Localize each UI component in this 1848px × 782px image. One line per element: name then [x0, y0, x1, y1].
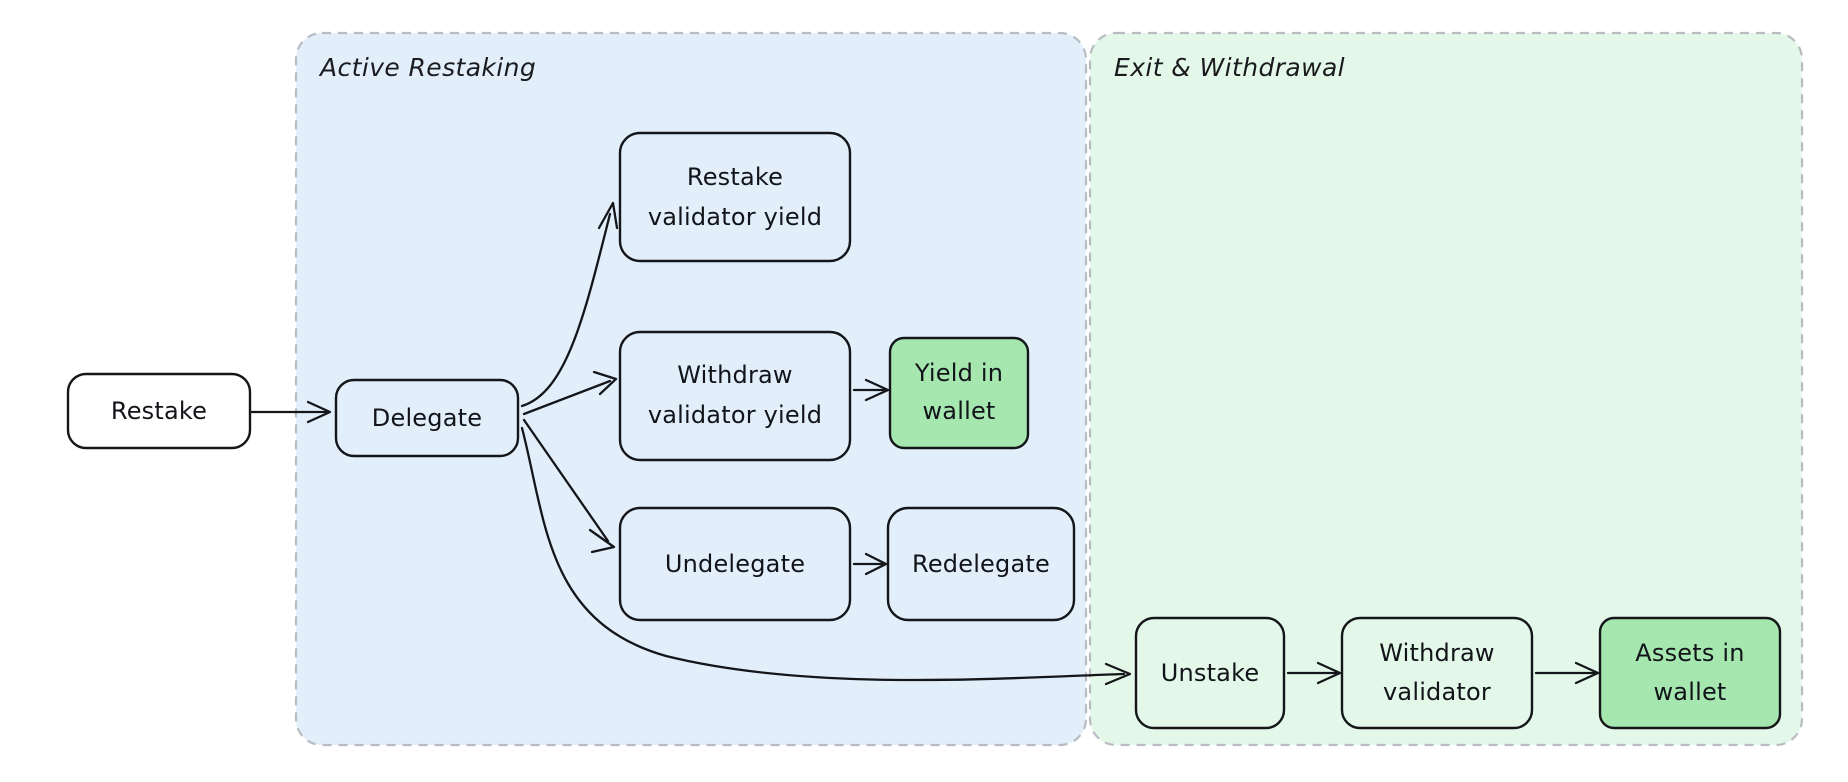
- edge-layer: [250, 201, 1600, 686]
- node-assets-in-wallet-label-line-2: wallet: [1653, 678, 1726, 706]
- node-yield-in-wallet-label-line-1: Yield in: [914, 359, 1003, 387]
- arrowhead-delegate-to-undelegate: [588, 528, 616, 554]
- arrowhead-unstake-to-withdraw-validator: [1316, 661, 1342, 685]
- node-unstake-label: Unstake: [1161, 659, 1260, 687]
- arrowhead-restake-to-delegate: [306, 400, 332, 424]
- edge-delegate-to-unstake: [520, 426, 1126, 682]
- node-delegate[interactable]: Delegate: [334, 378, 520, 458]
- arrowhead-delegate-to-withdraw-validator-yield: [592, 370, 618, 396]
- node-withdraw-validator-rect[interactable]: [1340, 616, 1534, 730]
- node-restake[interactable]: Restake: [66, 372, 252, 450]
- node-restake-validator-yield-rect[interactable]: [618, 131, 852, 263]
- node-yield-in-wallet-label-line-2: wallet: [922, 397, 995, 425]
- node-yield-in-wallet[interactable]: Yield in wallet: [888, 336, 1030, 450]
- node-restake-rect[interactable]: [66, 372, 252, 450]
- arrowhead-delegate-to-restake-validator-yield: [597, 201, 619, 230]
- node-restake-validator-yield-label-line-1: Restake: [687, 163, 783, 191]
- edge-delegate-to-undelegate: [522, 418, 610, 543]
- node-assets-in-wallet[interactable]: Assets in wallet: [1598, 616, 1782, 730]
- node-restake-validator-yield-label-line-2: validator yield: [648, 203, 822, 231]
- node-unstake[interactable]: Unstake: [1134, 616, 1286, 730]
- edge-delegate-to-restake-validator-yield: [520, 212, 612, 408]
- node-yield-in-wallet-rect[interactable]: [888, 336, 1030, 450]
- arrowhead-withdraw-validator-to-assets-in-wallet: [1574, 661, 1600, 685]
- edge-delegate-to-withdraw-validator-yield: [522, 379, 612, 416]
- node-assets-in-wallet-label-line-1: Assets in: [1635, 639, 1744, 667]
- node-delegate-label: Delegate: [372, 404, 482, 432]
- node-undelegate[interactable]: Undelegate: [618, 506, 852, 622]
- arrowhead-delegate-to-unstake: [1104, 662, 1132, 686]
- group-exit-withdrawal: Exit & Withdrawal: [1088, 31, 1804, 747]
- arrowhead-withdraw-validator-yield-to-yield-in-wallet: [864, 378, 890, 402]
- group-exit-withdrawal-label: Exit & Withdrawal: [1114, 53, 1345, 82]
- node-redelegate-rect[interactable]: [886, 506, 1076, 622]
- node-withdraw-validator-yield-label-line-1: Withdraw: [677, 361, 793, 389]
- group-active-restaking-label: Active Restaking: [318, 53, 536, 82]
- node-withdraw-validator[interactable]: Withdraw validator: [1340, 616, 1534, 730]
- node-withdraw-validator-yield-rect[interactable]: [618, 330, 852, 462]
- node-restake-validator-yield[interactable]: Restake validator yield: [618, 131, 852, 263]
- node-undelegate-label: Undelegate: [665, 550, 805, 578]
- node-assets-in-wallet-rect[interactable]: [1598, 616, 1782, 730]
- node-delegate-rect[interactable]: [334, 378, 520, 458]
- node-restake-label: Restake: [111, 397, 207, 425]
- node-withdraw-validator-label-line-2: validator: [1383, 678, 1491, 706]
- node-withdraw-validator-yield[interactable]: Withdraw validator yield: [618, 330, 852, 462]
- node-redelegate[interactable]: Redelegate: [886, 506, 1076, 622]
- node-withdraw-validator-label-line-1: Withdraw: [1379, 639, 1495, 667]
- group-exit-withdrawal-rect: [1088, 31, 1804, 747]
- node-redelegate-label: Redelegate: [912, 550, 1050, 578]
- node-undelegate-rect[interactable]: [618, 506, 852, 622]
- node-withdraw-validator-yield-label-line-2: validator yield: [648, 401, 822, 429]
- arrowhead-undelegate-to-redelegate: [864, 552, 888, 576]
- node-unstake-rect[interactable]: [1134, 616, 1286, 730]
